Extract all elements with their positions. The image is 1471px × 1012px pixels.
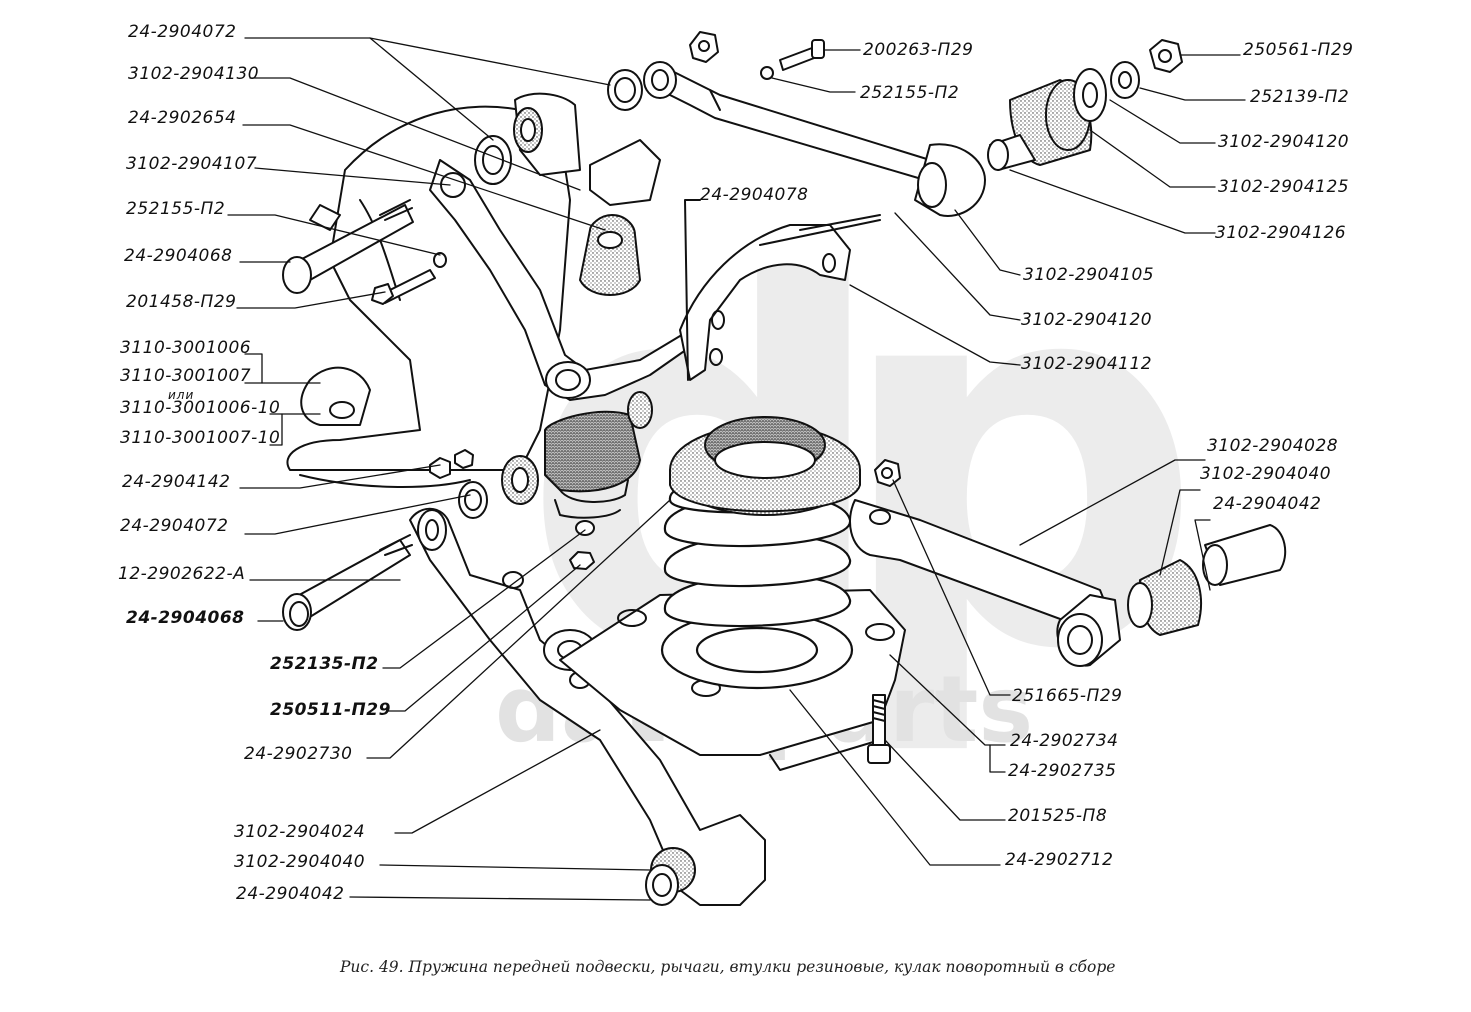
part-label: 3110-3001007-10 — [120, 428, 281, 448]
or-label: или — [168, 388, 195, 402]
part-label: 3102-2904120 — [1021, 310, 1153, 330]
rubber-bushing-upper — [987, 61, 1140, 171]
nut-top — [689, 31, 719, 63]
part-label: 24-2902734 — [1010, 731, 1119, 751]
part-label: 252155-П2 — [860, 83, 960, 103]
part-label: 3102-2904107 — [126, 154, 258, 174]
part-label: 3102-2904040 — [1200, 464, 1332, 484]
steering-knuckle — [286, 105, 571, 488]
washers-top — [474, 69, 643, 185]
small-nuts — [429, 449, 595, 570]
spring-insulator — [669, 416, 861, 516]
part-label: 24-2904068 — [124, 246, 233, 266]
leader-lines — [227, 37, 671, 901]
bolt-vertical — [867, 694, 891, 764]
part-label: 252135-П2 — [270, 654, 379, 674]
bump-stop-upper — [579, 214, 641, 296]
rubber-bushing-lower — [1127, 524, 1287, 636]
upper-rod — [643, 61, 986, 217]
part-label: 24-2904068 — [126, 608, 245, 628]
upper-arm-rear — [679, 214, 881, 381]
bolt-top — [760, 39, 825, 80]
bolt-small-left — [371, 252, 447, 305]
part-label: 24-2904078 — [700, 185, 809, 205]
lower-arm-rear — [849, 499, 1121, 667]
figure-caption: Рис. 49. Пружина передней подвески, рыча… — [340, 958, 1116, 976]
part-label: 200263-П29 — [863, 40, 974, 60]
part-label: 250561-П29 — [1243, 40, 1354, 60]
part-label: 3102-2904126 — [1215, 223, 1347, 243]
part-label: 24-2902712 — [1005, 850, 1114, 870]
part-label: 24-2904042 — [1213, 494, 1322, 514]
bolt-lower-left — [282, 534, 413, 631]
leader-lines-right — [771, 49, 1246, 866]
part-label: 24-2904042 — [236, 884, 345, 904]
bump-stop-lower — [544, 410, 641, 519]
part-label: 3102-2904105 — [1023, 265, 1155, 285]
part-label: 250511-П29 — [270, 700, 391, 720]
lower-arm — [409, 507, 766, 906]
nut-right — [874, 459, 901, 487]
part-label: 3110-3001006-10 — [120, 398, 281, 418]
part-label: 24-2902735 — [1008, 761, 1117, 781]
part-label: 24-2904142 — [122, 472, 231, 492]
part-label: 3102-2904120 — [1218, 132, 1350, 152]
bolt-upper-left — [282, 199, 414, 294]
part-label: 252155-П2 — [126, 199, 226, 219]
nut-top-right — [1149, 39, 1183, 73]
ball-joint-upper — [513, 92, 661, 206]
part-label: 3102-2904112 — [1021, 354, 1153, 374]
part-label: 24-2904072 — [128, 22, 237, 42]
part-label: 252139-П2 — [1250, 87, 1350, 107]
part-label: 3110-3001007 — [120, 366, 252, 386]
part-label: 12-2902622-А — [118, 564, 246, 584]
part-label: 3102-2904040 — [234, 852, 366, 872]
ball-joint-lower — [458, 391, 653, 519]
upper-arm — [429, 159, 701, 401]
part-label: 251665-П29 — [1012, 686, 1123, 706]
part-label: 24-2902730 — [244, 744, 353, 764]
part-label: 3102-2904125 — [1218, 177, 1350, 197]
part-label: 3102-2904024 — [234, 822, 366, 842]
part-label: 201525-П8 — [1008, 806, 1108, 826]
part-label: 201458-П29 — [126, 292, 237, 312]
part-label: 3102-2904028 — [1207, 436, 1339, 456]
part-label: 3102-2904130 — [128, 64, 260, 84]
part-label: 3110-3001006 — [120, 338, 252, 358]
part-label: 24-2904072 — [120, 516, 229, 536]
part-label: 24-2902654 — [128, 108, 237, 128]
